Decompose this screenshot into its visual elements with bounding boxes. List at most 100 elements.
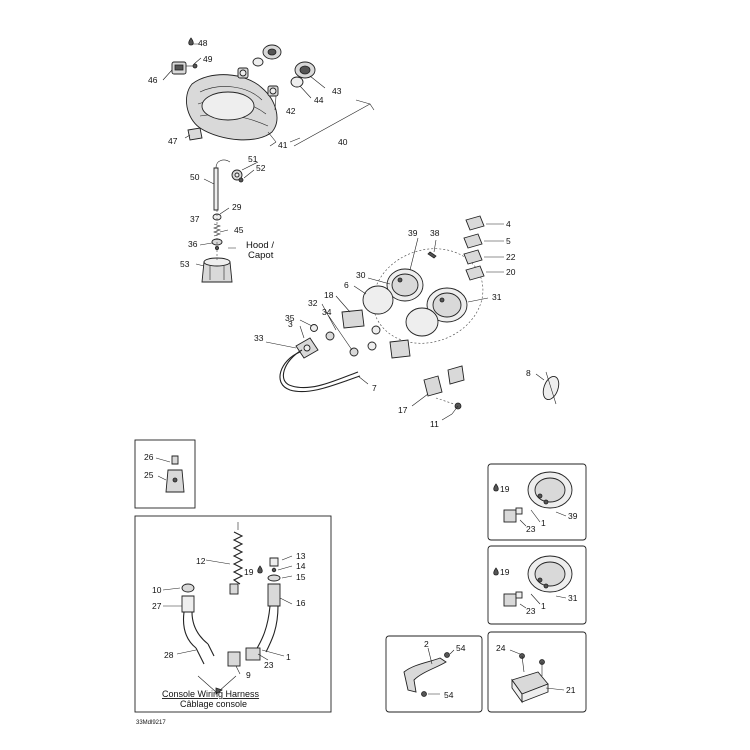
cable-tie-8 — [535, 371, 560, 405]
label-48: 48 — [198, 38, 208, 48]
gauge-31 — [426, 287, 468, 323]
bracket-2 — [403, 657, 447, 693]
label-42: 42 — [286, 106, 296, 116]
label-19b: 19 — [500, 484, 510, 494]
label-1c: 1 — [541, 601, 546, 611]
label-51: 51 — [248, 154, 258, 164]
rubber-cap-43 — [294, 61, 316, 79]
headlight-assembly — [162, 37, 375, 147]
label-41: 41 — [278, 140, 288, 150]
caption-french: Câblage console — [180, 699, 247, 709]
gauge-assembly — [299, 215, 504, 359]
label-30: 30 — [356, 270, 366, 280]
label-19c: 19 — [500, 567, 510, 577]
label-12: 12 — [196, 556, 206, 566]
bulb-42 — [267, 85, 279, 97]
screw-52 — [238, 177, 244, 183]
label-14: 14 — [296, 561, 306, 571]
connector-23a — [227, 647, 261, 667]
module-21 — [511, 671, 549, 704]
box-gauge-39 — [487, 463, 587, 541]
label-19a: 19 — [244, 567, 254, 577]
sensor-harness — [265, 325, 369, 393]
box-bracket-2 — [385, 635, 483, 713]
label-23b: 23 — [526, 524, 536, 534]
label-46: 46 — [148, 75, 158, 85]
gauge-39b — [527, 471, 573, 509]
holder-22 — [463, 249, 483, 265]
rubber-cap-top — [262, 44, 282, 60]
label-28: 28 — [164, 650, 174, 660]
holder-4 — [465, 215, 485, 231]
label-50: 50 — [190, 172, 200, 182]
label-45: 45 — [234, 225, 244, 235]
connector-23c — [503, 591, 523, 607]
label-26: 26 — [144, 452, 154, 462]
screw-54a — [444, 652, 450, 658]
ring-6a — [362, 285, 394, 315]
connector-17 — [411, 365, 465, 421]
clip-44 — [252, 57, 304, 88]
screw-54b — [421, 691, 427, 697]
label-39b: 39 — [568, 511, 578, 521]
holder-20 — [465, 265, 485, 281]
label-1a: 1 — [286, 652, 291, 662]
label-35: 35 — [285, 313, 295, 323]
coil-wire-12 — [229, 522, 244, 595]
label-27: 27 — [152, 601, 162, 611]
label-10: 10 — [152, 585, 162, 595]
harness-caption: Console Wiring Harness Câblage console — [162, 689, 260, 709]
part-number-labels: 48 49 46 43 44 42 41 40 47 51 52 50 29 3… — [144, 38, 578, 700]
box-26-25 — [134, 439, 196, 509]
label-29: 29 — [232, 202, 242, 212]
box-gauge-31 — [487, 545, 587, 625]
label-31: 31 — [492, 292, 502, 302]
label-33: 33 — [254, 333, 264, 343]
bracket-18 — [341, 309, 411, 359]
label-31b: 31 — [568, 593, 578, 603]
connector-23b — [503, 507, 523, 523]
label-18: 18 — [324, 290, 334, 300]
sensor-3 — [295, 337, 319, 359]
label-7: 7 — [372, 383, 377, 393]
label-34: 34 — [322, 307, 332, 317]
label-39: 39 — [408, 228, 418, 238]
label-40: 40 — [338, 137, 348, 147]
label-47: 47 — [168, 136, 178, 146]
screw-38 — [427, 251, 437, 259]
screw-49 — [186, 63, 198, 69]
label-17: 17 — [398, 405, 408, 415]
label-49: 49 — [203, 54, 213, 64]
label-capot: Capot — [248, 250, 274, 261]
label-13: 13 — [296, 551, 306, 561]
label-4: 4 — [506, 219, 511, 229]
label-2: 2 — [424, 639, 429, 649]
label-25: 25 — [144, 470, 154, 480]
connector-28 — [195, 643, 215, 665]
switch-27 — [181, 583, 209, 649]
label-23a: 23 — [264, 660, 274, 670]
label-11: 11 — [430, 419, 439, 429]
ring-6b — [405, 307, 439, 337]
caption-english: Console Wiring Harness — [162, 689, 260, 699]
label-20: 20 — [506, 267, 516, 277]
holder-5 — [463, 233, 483, 249]
label-37: 37 — [190, 214, 200, 224]
grease-drop-48 — [188, 37, 194, 46]
label-5: 5 — [506, 236, 511, 246]
bulb-top — [237, 67, 249, 79]
label-32: 32 — [308, 298, 318, 308]
label-1b: 1 — [541, 518, 546, 528]
label-24: 24 — [496, 643, 506, 653]
label-36: 36 — [188, 239, 198, 249]
label-23c: 23 — [526, 606, 536, 616]
label-44: 44 — [314, 95, 324, 105]
washer-36 — [211, 238, 223, 250]
hood-adjuster-assembly — [195, 159, 259, 283]
knob-53 — [201, 257, 233, 283]
label-15: 15 — [296, 572, 306, 582]
label-6: 6 — [344, 280, 349, 290]
label-hood: Hood / — [246, 240, 274, 251]
label-16: 16 — [296, 598, 306, 608]
bracket-47 — [187, 127, 203, 141]
